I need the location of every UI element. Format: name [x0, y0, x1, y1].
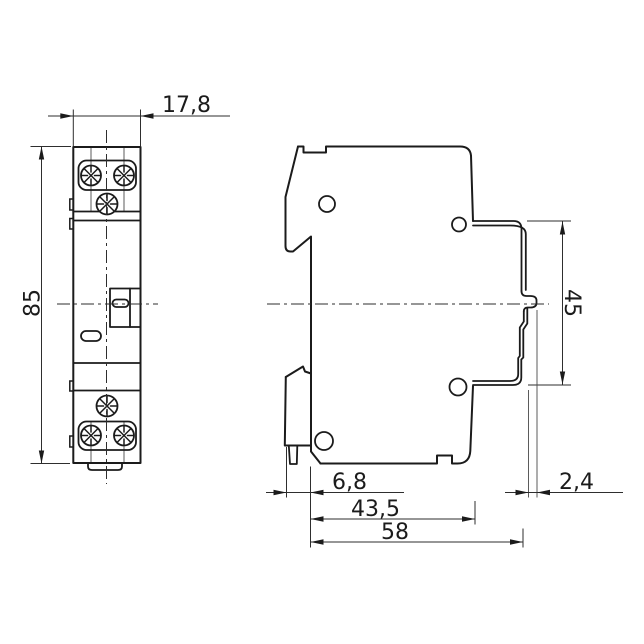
extension-line [30, 146, 71, 464]
dim-label-height: 85 [21, 289, 46, 317]
mounting-hole [318, 195, 336, 213]
dim-clip-depth: 6,8 [266, 447, 404, 548]
arrowhead-icon [515, 489, 529, 496]
side-view [267, 145, 549, 465]
arrowhead-icon [510, 539, 523, 545]
dim-label-clip-depth: 6,8 [332, 470, 367, 495]
top-terminal-block [77, 159, 137, 191]
side-front-outline [284, 145, 322, 465]
dim-hook-depth: 2,4 [505, 310, 623, 498]
dim-rail-height: 45 [527, 220, 584, 386]
mounting-hole [448, 377, 468, 397]
rail-bottom-outer [472, 306, 529, 386]
clip-tab [287, 444, 299, 465]
dim-label-total-depth: 58 [381, 520, 409, 545]
arrowhead-icon [38, 450, 45, 464]
dim-body-depth: 43,5 [310, 497, 476, 525]
arrowhead-icon [310, 516, 324, 522]
dim-label-width: 17,8 [162, 93, 211, 118]
arrowhead-icon [60, 113, 74, 119]
arrowhead-icon [462, 516, 475, 522]
dim-total-depth: 58 [310, 520, 524, 548]
clip-body [283, 376, 312, 447]
front-view [57, 130, 158, 484]
arrowhead-icon [140, 113, 154, 119]
dim-width: 17,8 [48, 93, 230, 146]
din-clip [283, 365, 312, 465]
extension-line [527, 220, 571, 386]
toggle-switch [109, 287, 142, 328]
dim-label-body-depth: 43,5 [351, 497, 400, 522]
dim-label-hook-depth: 2,4 [559, 470, 594, 495]
mounting-tab [69, 435, 75, 448]
screw-icon [80, 164, 102, 187]
rail-top-inner [472, 224, 527, 291]
rail-bottom-inner [472, 310, 525, 382]
clip-top [284, 365, 312, 378]
mounting-tab [69, 198, 75, 211]
side-bottom-outline [319, 385, 474, 465]
bottom-bump [87, 462, 123, 471]
arrowhead-icon [559, 221, 566, 235]
arrowhead-icon [310, 539, 324, 545]
screw-icon [113, 164, 135, 187]
screw-icon [113, 424, 135, 447]
extension-line [286, 447, 311, 548]
din-hook [520, 290, 538, 313]
arrowhead-icon [559, 371, 566, 385]
arrowhead-icon [38, 146, 45, 160]
mounting-tab [69, 217, 75, 230]
dim-height: 85 [21, 146, 71, 464]
indicator-window [80, 330, 102, 342]
side-top-outline [297, 145, 474, 222]
screw-icon [80, 424, 102, 447]
arrowhead-icon [537, 489, 550, 496]
mounting-hole [314, 431, 334, 451]
dim-label-rail-height: 45 [559, 289, 584, 317]
rail-top-outer [472, 220, 523, 292]
din-rail-channel [472, 220, 538, 386]
arrowhead-icon [310, 489, 324, 496]
mounting-hole [451, 216, 467, 233]
bottom-terminal-block [77, 420, 137, 451]
arrowhead-icon [273, 489, 287, 496]
mounting-tab [69, 380, 75, 392]
extension-line [528, 310, 538, 498]
toggle-slot [111, 298, 130, 308]
